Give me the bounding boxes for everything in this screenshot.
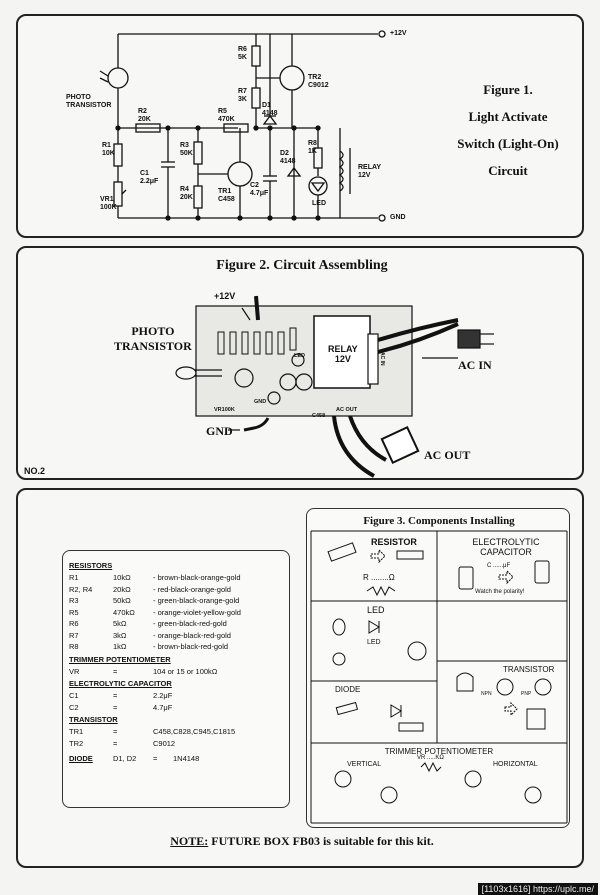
figure1-title: Figure 1. Light Activate Switch (Light-O… <box>457 82 559 178</box>
list-item: VR=104 or 15 or 100kΩ <box>69 666 218 676</box>
vr-symbol-label: VR .....KΩ <box>417 755 444 761</box>
figure3-title: Figure 3. Components Installing <box>363 515 515 527</box>
gnd-callout: GND <box>206 424 233 438</box>
figure2-panel: Figure 2. Circuit Assembling <box>16 246 584 480</box>
page-number: NO.2 <box>24 466 46 476</box>
trimmer-header: TRIMMER POTENTIOMETER <box>69 654 171 664</box>
watermark: [1103x1616] https://uplc.me/ <box>477 883 598 895</box>
note-label: NOTE: <box>170 834 209 848</box>
resistor-symbol-label: R ........Ω <box>363 573 395 582</box>
board-gnd-label: GND <box>254 399 267 405</box>
board-vr-label: VR100K <box>214 407 235 413</box>
caps-header: ELECTROLYTIC CAPACITOR <box>69 679 172 688</box>
ac-in-callout: AC IN <box>458 358 492 372</box>
pnp-label: PNP <box>521 691 532 697</box>
vcc-wire-label: +12V <box>214 291 236 301</box>
diode-label: DIODE <box>335 685 361 694</box>
horizontal-label: HORIZONTAL <box>493 761 538 768</box>
board-c458-label: C458 <box>312 413 326 419</box>
ac-out-callout: AC OUT <box>424 448 471 462</box>
list-item: C2=4.7μF <box>69 702 173 712</box>
board-acout-label: AC OUT <box>336 407 358 413</box>
led-symbol-label: LED <box>367 639 381 646</box>
vertical-label: VERTICAL <box>347 761 382 768</box>
list-item: C1=2.2μF <box>69 691 173 701</box>
vcc-label: +12V <box>390 30 407 37</box>
components-drawing <box>310 530 568 824</box>
polarity-label: Watch the polarity! <box>475 589 525 595</box>
note-text: FUTURE BOX FB03 is suitable for this kit… <box>208 834 434 848</box>
npn-label: NPN <box>481 691 492 697</box>
list-item: TR2=C9012 <box>69 738 176 748</box>
components-installing-box: Figure 3. Components Installing <box>306 508 570 828</box>
board-led-label: LED <box>294 353 305 359</box>
gnd-label: GND <box>390 214 406 221</box>
circuit-board-drawing <box>175 295 494 478</box>
list-item: DIODE D1, D2 = 1N4148 <box>69 754 200 764</box>
trimmer-label: TRIMMER POTENTIOMETER <box>384 747 494 756</box>
led-label: LED <box>312 200 326 207</box>
transistor-label: TRANSISTOR <box>503 665 555 674</box>
figure2-title: Figure 2. Circuit Assembling <box>216 258 388 273</box>
board-acin-label: AC IN <box>379 352 385 366</box>
figure1-schematic <box>99 30 386 222</box>
resistors-header: RESISTORS <box>69 561 113 570</box>
resistor-label: RESISTOR <box>371 537 417 547</box>
transistor-header: TRANSISTOR <box>69 715 118 724</box>
note-line: NOTE: FUTURE BOX FB03 is suitable for th… <box>18 834 586 849</box>
list-item: TR1=C458,C828,C945,C1815 <box>69 727 236 737</box>
led-title: LED <box>367 605 385 615</box>
cap-symbol-label: C ......μF <box>487 563 511 569</box>
